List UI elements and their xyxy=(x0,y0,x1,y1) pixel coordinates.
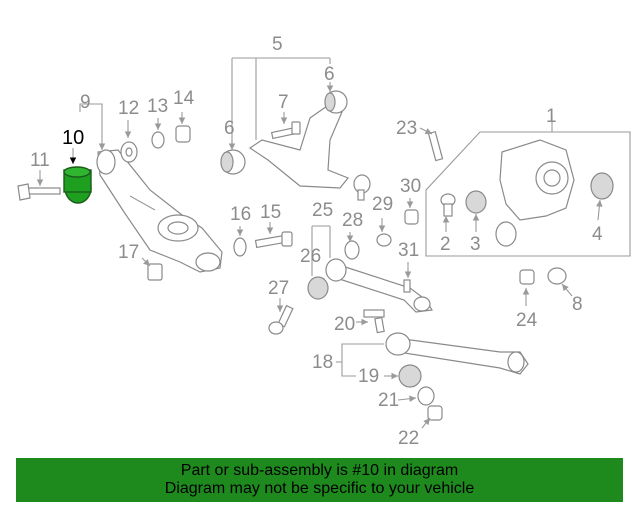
callout-9: 9 xyxy=(80,92,91,113)
bolt-31 xyxy=(403,279,411,293)
ball-joint-2 xyxy=(440,193,456,217)
lateral-link-18 xyxy=(385,332,529,375)
bolt-7 xyxy=(270,121,301,140)
callout-20: 20 xyxy=(334,314,355,335)
callout-15: 15 xyxy=(260,202,281,223)
callout-11: 11 xyxy=(30,150,50,171)
callout-6-left: 6 xyxy=(224,118,235,139)
washer-28 xyxy=(344,240,360,260)
washer-16 xyxy=(233,237,247,257)
washer-12-inner xyxy=(125,147,133,157)
bushing-6-right xyxy=(324,90,348,114)
callout-3: 3 xyxy=(470,234,481,255)
nut-30 xyxy=(404,209,419,225)
washer-13 xyxy=(151,131,165,149)
bolt-27 xyxy=(268,304,294,335)
upper-control-arm xyxy=(248,103,371,201)
callout-22: 22 xyxy=(398,428,419,449)
washer-8 xyxy=(547,267,567,285)
callout-7: 7 xyxy=(278,92,289,113)
bolt-20 xyxy=(363,309,385,334)
callout-12: 12 xyxy=(118,98,139,119)
bolt-11 xyxy=(17,183,61,201)
nut-22 xyxy=(427,405,443,421)
lower-control-arm xyxy=(96,149,223,273)
nut-17 xyxy=(147,263,163,281)
callout-29: 29 xyxy=(372,194,393,215)
bolt-23 xyxy=(427,130,444,162)
bushing-3 xyxy=(465,190,487,214)
bushing-6-left xyxy=(220,149,246,175)
callout-13: 13 xyxy=(147,96,168,117)
part-info-banner: Part or sub-assembly is #10 in diagram D… xyxy=(16,458,623,502)
nut-24 xyxy=(519,269,535,285)
callout-26: 26 xyxy=(300,246,321,267)
bushing-19 xyxy=(398,364,422,388)
knuckle-1 xyxy=(495,139,575,247)
callout-30: 30 xyxy=(400,176,421,197)
banner-line-2: Diagram may not be specific to your vehi… xyxy=(164,480,475,497)
callout-6-right: 6 xyxy=(324,64,335,85)
banner-line-1: Part or sub-assembly is #10 in diagram xyxy=(180,462,459,479)
toe-link-25 xyxy=(325,258,433,313)
callout-2: 2 xyxy=(440,234,451,255)
bolt-15 xyxy=(254,231,293,249)
callout-4: 4 xyxy=(592,224,603,245)
callout-18: 18 xyxy=(312,352,333,373)
knuckle-box xyxy=(425,131,631,257)
nut-14 xyxy=(175,125,191,143)
leader-lines xyxy=(36,57,603,429)
washer-21 xyxy=(417,386,435,406)
callout-28: 28 xyxy=(342,210,363,231)
callout-27: 27 xyxy=(268,278,289,299)
callout-24: 24 xyxy=(516,310,538,331)
callout-8: 8 xyxy=(572,294,583,315)
callout-16: 16 xyxy=(230,204,251,225)
callout-1: 1 xyxy=(546,106,557,127)
callout-17: 17 xyxy=(118,242,139,263)
callout-31: 31 xyxy=(398,240,419,261)
callout-19: 19 xyxy=(358,366,379,387)
callout-23: 23 xyxy=(396,118,417,139)
callout-5: 5 xyxy=(272,34,283,55)
bushing-10-highlighted[interactable] xyxy=(63,166,92,204)
callout-10[interactable]: 10 xyxy=(62,127,84,149)
bushing-4 xyxy=(590,172,614,200)
washer-29 xyxy=(376,233,392,247)
callout-21: 21 xyxy=(378,390,399,411)
bushing-26 xyxy=(307,276,329,300)
callout-25: 25 xyxy=(312,200,333,221)
callout-14: 14 xyxy=(173,88,195,109)
